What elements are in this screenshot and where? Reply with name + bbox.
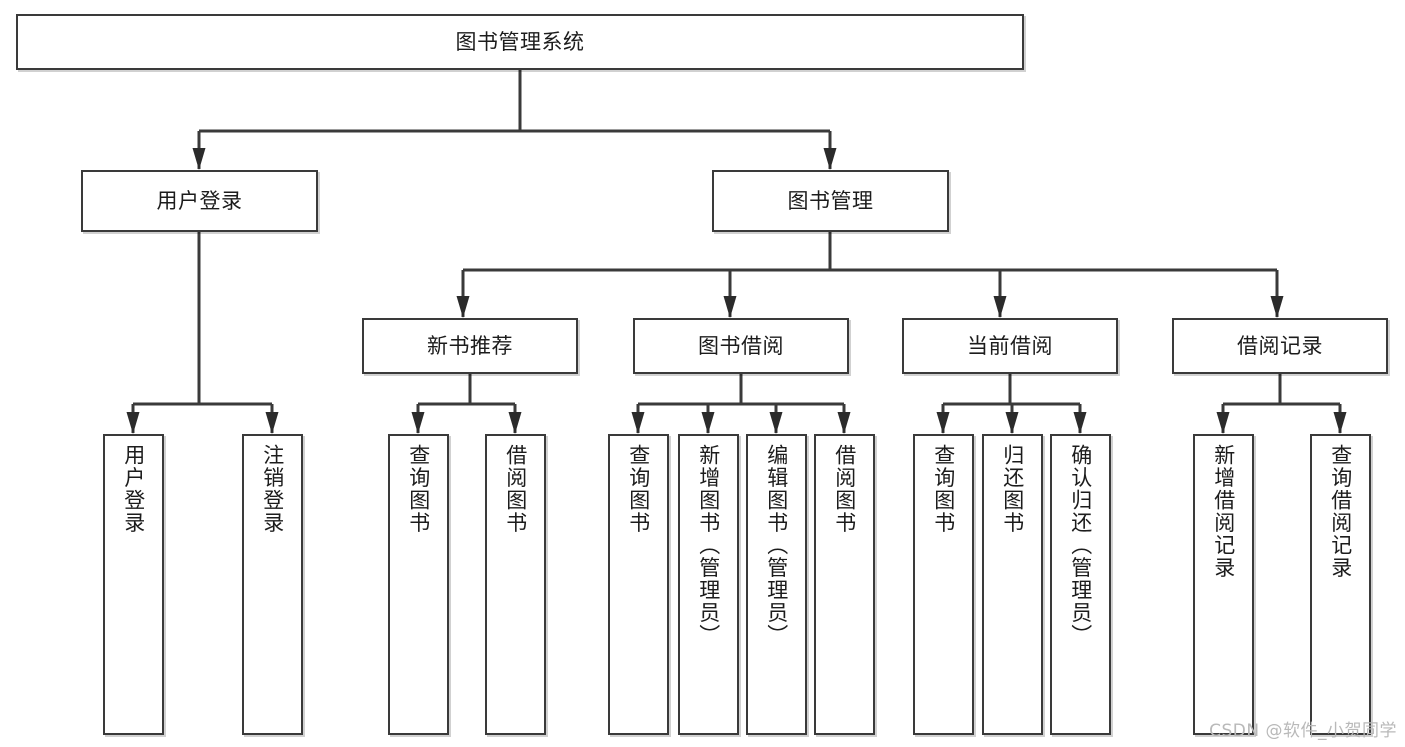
node-user-login[interactable]: 用户登录 — [81, 170, 318, 232]
node-leaf-cb-confirm[interactable]: 确认归还（管理员） — [1050, 434, 1111, 735]
node-book-borrow[interactable]: 图书借阅 — [633, 318, 849, 374]
node-book-borrow-label: 图书借阅 — [698, 333, 784, 358]
node-root[interactable]: 图书管理系统 — [16, 14, 1024, 70]
node-book-manage[interactable]: 图书管理 — [712, 170, 949, 232]
node-leaf-bb-edit[interactable]: 编辑图书（管理员） — [746, 434, 807, 735]
connector-root-to-level2 — [192, 70, 837, 170]
node-new-book-label: 新书推荐 — [427, 333, 513, 358]
connector-borrow-record-to-leaves — [1216, 374, 1347, 434]
connector-current-borrow-to-leaves — [936, 374, 1087, 434]
node-leaf-bb-query-label: 查询图书 — [626, 444, 651, 534]
node-leaf-nb-query[interactable]: 查询图书 — [388, 434, 449, 735]
node-leaf-bb-borrow-label: 借阅图书 — [832, 444, 857, 534]
node-leaf-user-login-label: 用户登录 — [121, 444, 146, 534]
node-borrow-record-label: 借阅记录 — [1237, 333, 1323, 358]
node-leaf-cb-return[interactable]: 归还图书 — [982, 434, 1043, 735]
node-leaf-br-query[interactable]: 查询借阅记录 — [1310, 434, 1371, 735]
node-new-book[interactable]: 新书推荐 — [362, 318, 578, 374]
node-current-borrow-label: 当前借阅 — [967, 333, 1053, 358]
node-root-label: 图书管理系统 — [455, 29, 585, 54]
node-leaf-bb-borrow[interactable]: 借阅图书 — [814, 434, 875, 735]
node-leaf-bb-query[interactable]: 查询图书 — [608, 434, 669, 735]
node-leaf-user-login[interactable]: 用户登录 — [103, 434, 164, 735]
node-leaf-br-query-label: 查询借阅记录 — [1328, 444, 1353, 579]
connector-new-book-to-leaves — [411, 374, 522, 434]
node-leaf-cb-confirm-label: 确认归还（管理员） — [1068, 444, 1093, 647]
connector-book-borrow-to-leaves — [631, 374, 851, 434]
node-user-login-label: 用户登录 — [156, 188, 243, 213]
node-leaf-bb-add-label: 新增图书（管理员） — [696, 444, 721, 647]
connector-book-manage-to-level3 — [456, 232, 1284, 318]
node-leaf-nb-borrow-label: 借阅图书 — [503, 444, 528, 534]
node-current-borrow[interactable]: 当前借阅 — [902, 318, 1118, 374]
node-leaf-nb-query-label: 查询图书 — [406, 444, 431, 534]
node-leaf-cb-query-label: 查询图书 — [931, 444, 956, 534]
connector-user-login-to-leaves — [126, 232, 279, 434]
node-leaf-cb-query[interactable]: 查询图书 — [913, 434, 974, 735]
node-leaf-bb-add[interactable]: 新增图书（管理员） — [678, 434, 739, 735]
node-leaf-cb-return-label: 归还图书 — [1000, 444, 1025, 534]
node-leaf-logout[interactable]: 注销登录 — [242, 434, 303, 735]
node-book-manage-label: 图书管理 — [787, 188, 874, 213]
node-leaf-nb-borrow[interactable]: 借阅图书 — [485, 434, 546, 735]
node-leaf-bb-edit-label: 编辑图书（管理员） — [764, 444, 789, 647]
node-leaf-logout-label: 注销登录 — [260, 444, 285, 534]
node-leaf-br-add[interactable]: 新增借阅记录 — [1193, 434, 1254, 735]
node-leaf-br-add-label: 新增借阅记录 — [1211, 444, 1236, 579]
node-borrow-record[interactable]: 借阅记录 — [1172, 318, 1388, 374]
